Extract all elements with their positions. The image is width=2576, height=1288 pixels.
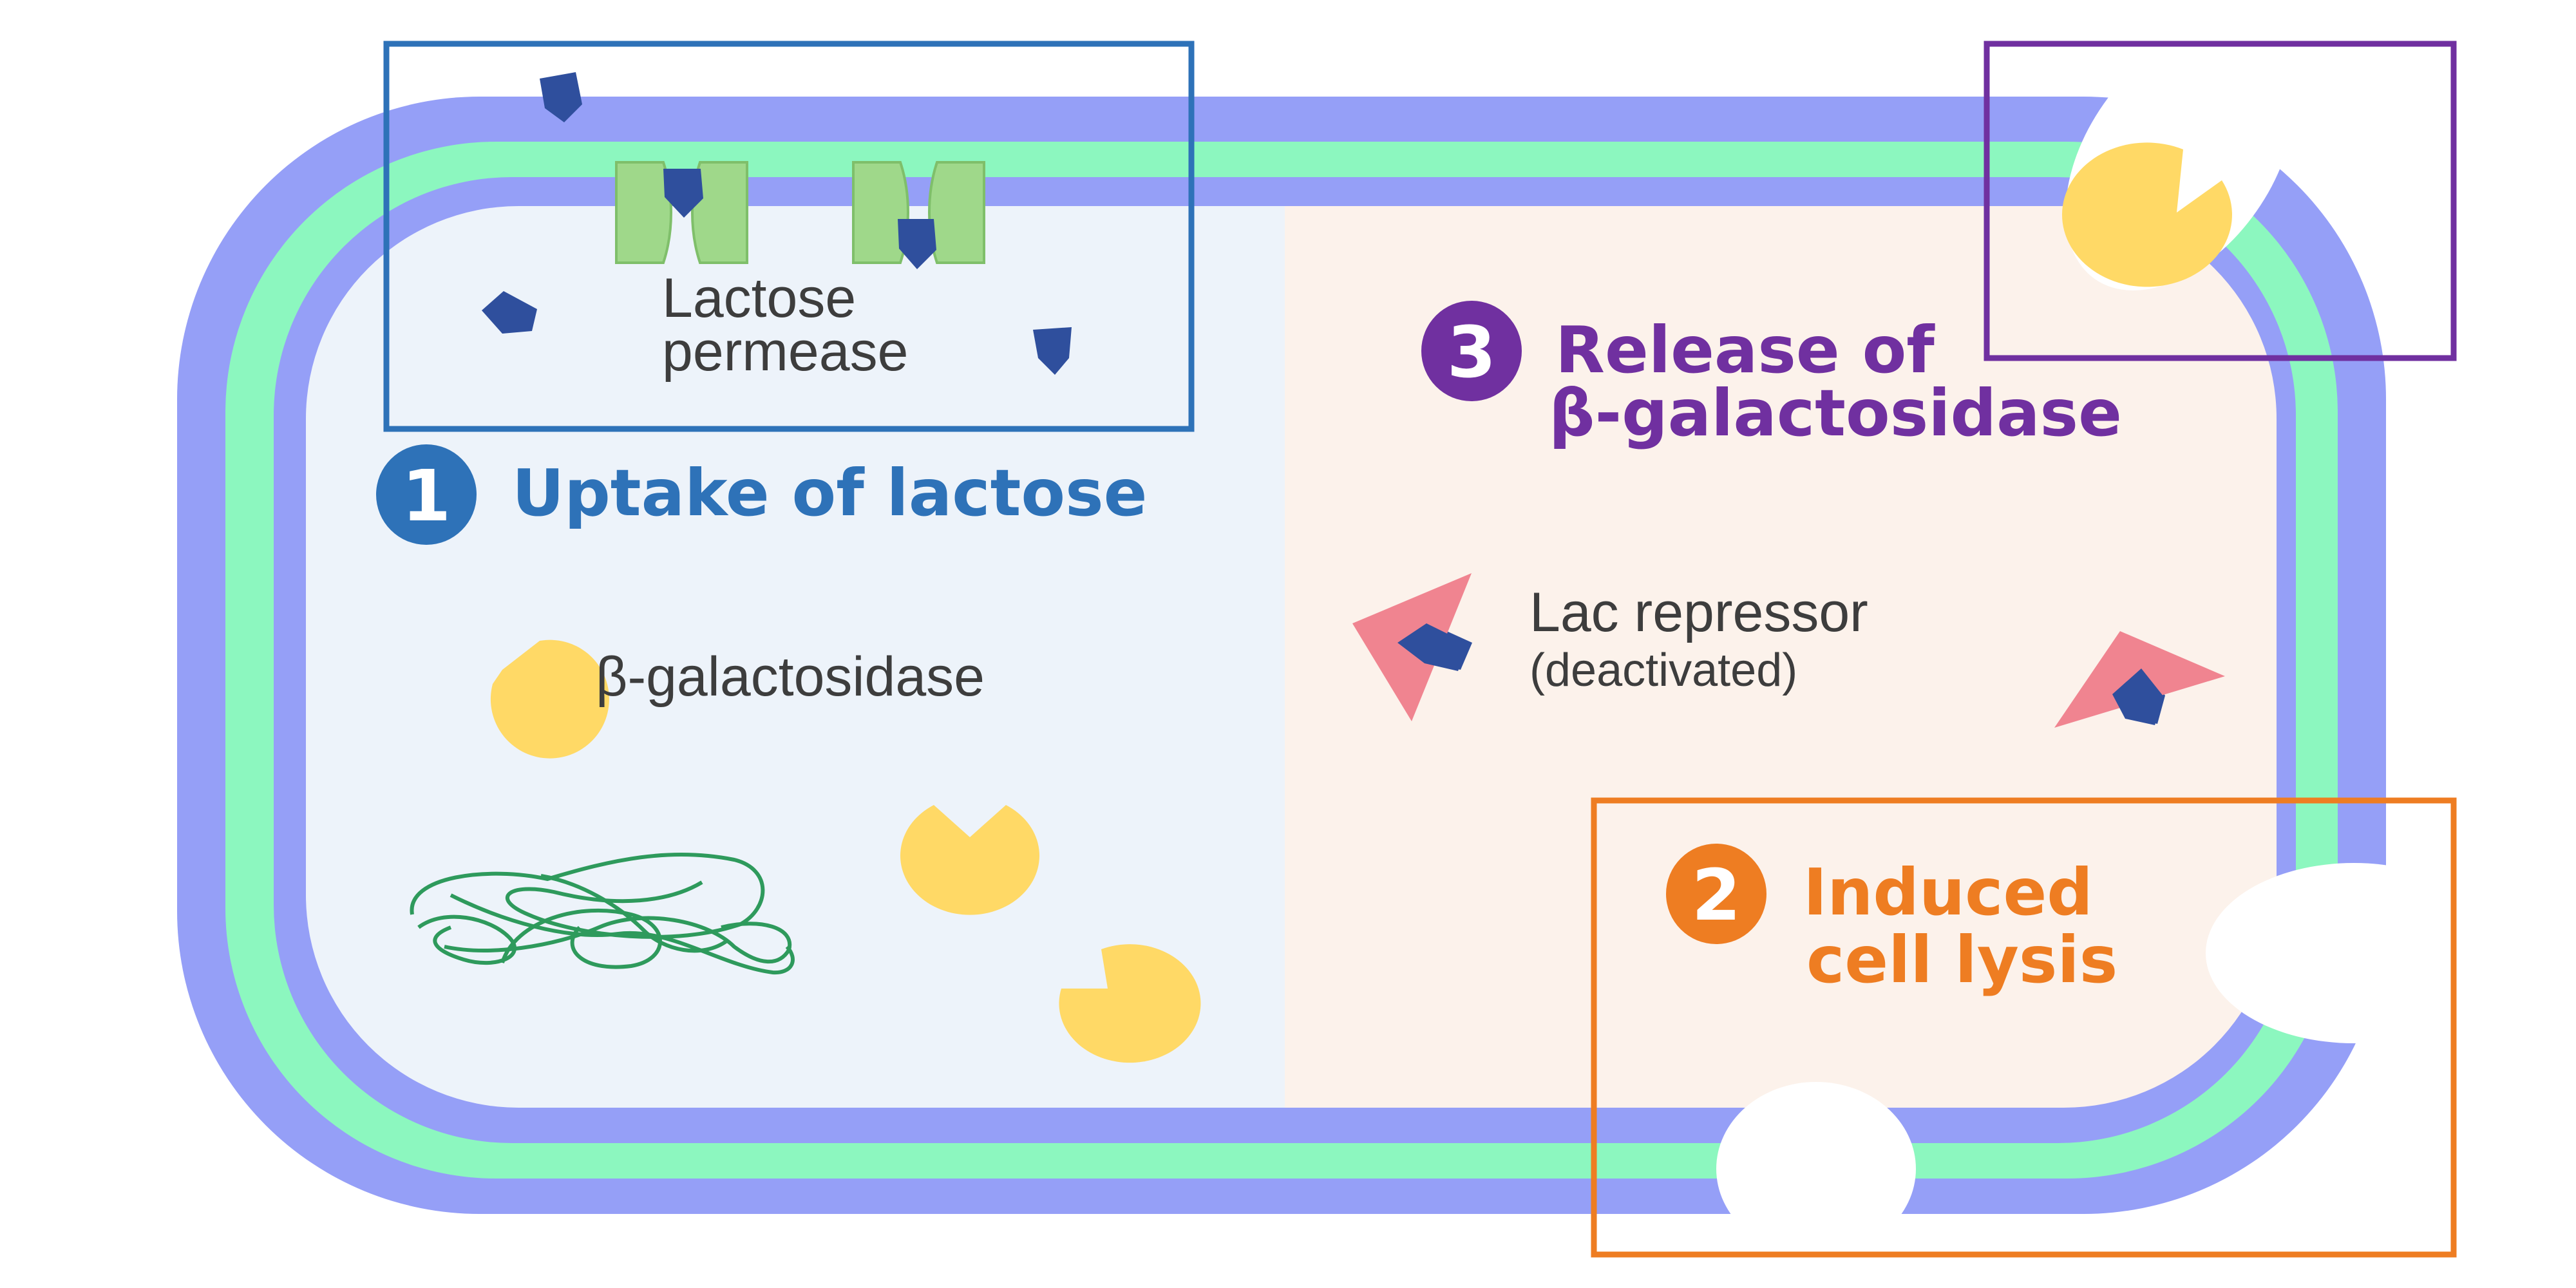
lactose-permease-label-line2: permease bbox=[662, 321, 908, 383]
beta-galactosidase-enzymes bbox=[490, 142, 2232, 1063]
step-2-title-line1: Induced bbox=[1803, 855, 2093, 930]
step-2: 2 Induced cell lysis bbox=[1666, 844, 2117, 998]
lactose-molecule-icon bbox=[1033, 327, 1072, 375]
step-1: 1 Uptake of lactose bbox=[376, 444, 1147, 545]
step-3-number-badge bbox=[1421, 301, 1522, 401]
lysis-gap-bottom bbox=[1716, 1082, 1916, 1256]
beta-galactosidase-label: β-galactosidase bbox=[596, 646, 985, 708]
lac-repressor-icon bbox=[2054, 631, 2225, 728]
step-1-title: Uptake of lactose bbox=[512, 455, 1147, 531]
step-3-title-line1: Release of bbox=[1555, 312, 1935, 388]
step-3: 3 Release of β-galactosidase bbox=[1421, 301, 2122, 451]
step-1-highlight-box bbox=[383, 41, 1195, 432]
beta-galactosidase-icon bbox=[1059, 944, 1201, 1063]
lactose-molecule-icon bbox=[898, 219, 936, 269]
step-3-number: 3 bbox=[1447, 311, 1497, 393]
step-2-number-badge bbox=[1666, 844, 1766, 944]
lac-repressor-label-line2: (deactivated) bbox=[1530, 645, 1797, 696]
lac-repressor-label-line1: Lac repressor bbox=[1530, 582, 1868, 643]
lac-repressors bbox=[1352, 573, 2225, 728]
step-3-highlight-box bbox=[1984, 41, 2457, 361]
step-3-title-line2: β-galactosidase bbox=[1549, 375, 2122, 451]
step-2-number: 2 bbox=[1692, 854, 1741, 936]
step-2-title-line2: cell lysis bbox=[1806, 922, 2117, 998]
beta-galactosidase-icon bbox=[490, 639, 609, 759]
beta-galactosidase-icon bbox=[900, 805, 1039, 915]
beta-galactosidase-icon bbox=[2061, 142, 2232, 287]
cell-envelope bbox=[177, 97, 2386, 1214]
step-1-number: 1 bbox=[402, 455, 451, 537]
lactose-permease-label-line1: Lactose bbox=[662, 267, 856, 329]
step-2-highlight-box bbox=[1591, 797, 2457, 1258]
step-1-number-badge bbox=[376, 444, 477, 545]
lactose-molecule-icon bbox=[540, 72, 582, 122]
lac-repressor-icon bbox=[1352, 573, 1472, 721]
lysis-gap-right bbox=[2206, 863, 2502, 1043]
lactose-molecule-icon bbox=[482, 291, 537, 334]
dna-coil-icon bbox=[410, 852, 795, 975]
lactose-molecule-icon bbox=[663, 169, 703, 218]
